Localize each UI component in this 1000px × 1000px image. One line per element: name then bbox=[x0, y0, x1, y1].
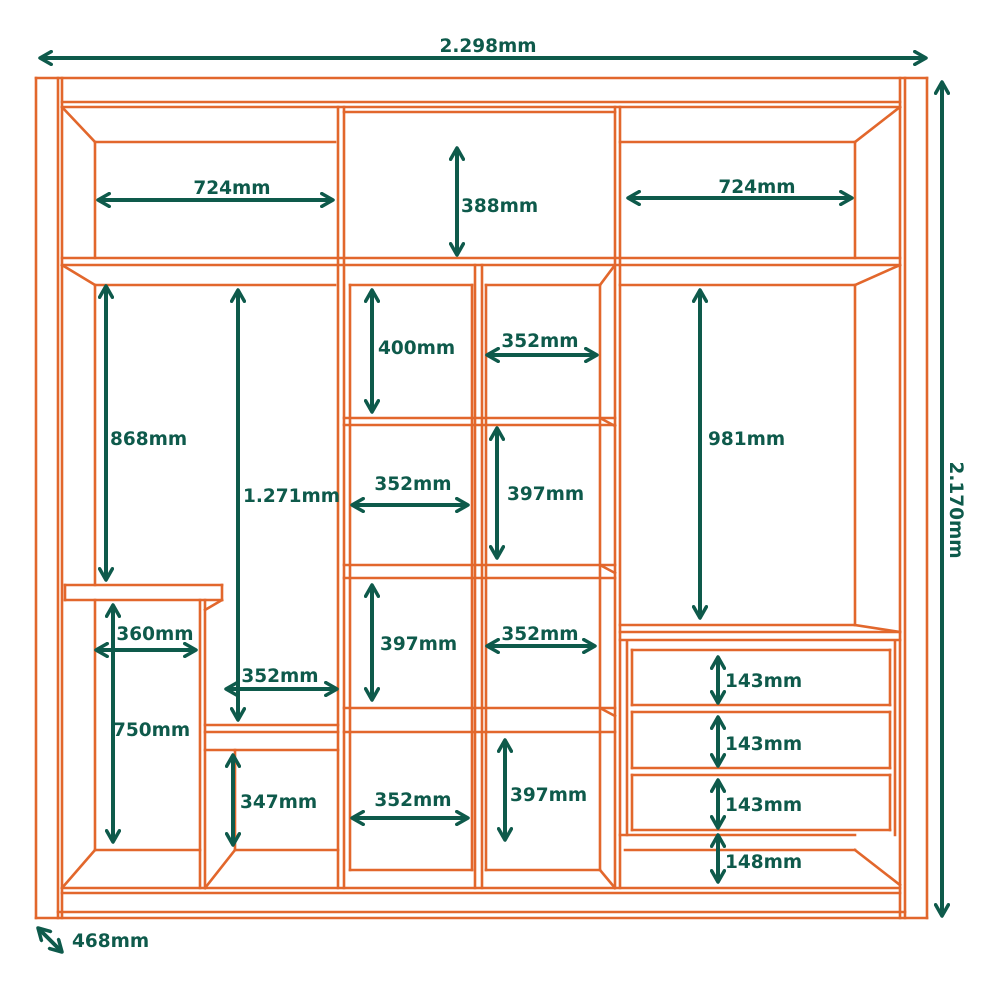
dimension-left-inner-width: 352mm bbox=[226, 666, 337, 689]
dimension-label: 388mm bbox=[461, 196, 538, 217]
dimension-label: 724mm bbox=[718, 177, 795, 198]
dimension-label: 868mm bbox=[110, 429, 187, 450]
dimension-annotations: 2.298mm 2.170mm 468mm 724mm 388mm 724mm 868mm 1… bbox=[38, 36, 966, 952]
perspective-edge bbox=[203, 598, 224, 612]
dimension-left-bottom-height: 347mm bbox=[233, 755, 317, 845]
perspective-edge bbox=[60, 105, 97, 144]
dimension-label: 1.271mm bbox=[243, 486, 340, 507]
perspective-edge bbox=[598, 263, 617, 287]
perspective-edge bbox=[60, 263, 97, 287]
double-arrow-icon bbox=[38, 928, 62, 952]
perspective-edge bbox=[598, 416, 617, 428]
dimension-overall-width: 2.298mm bbox=[40, 36, 926, 58]
dimension-label: 468mm bbox=[72, 931, 149, 952]
dimension-label: 347mm bbox=[240, 792, 317, 813]
dimension-left-hanging-height: 868mm bbox=[106, 286, 187, 580]
dimension-label: 352mm bbox=[241, 666, 318, 687]
dimension-label: 143mm bbox=[725, 671, 802, 692]
dimension-label: 397mm bbox=[507, 484, 584, 505]
dimension-left-long-hanging-height: 1.271mm bbox=[238, 290, 340, 720]
dimension-middle-shelf-3-width: 352mm bbox=[487, 624, 595, 646]
dimension-middle-shelf-1-width: 352mm bbox=[487, 331, 597, 355]
wardrobe-structure bbox=[34, 76, 929, 920]
dimension-drawer-1-height: 143mm bbox=[718, 657, 802, 703]
perspective-edge bbox=[598, 868, 617, 890]
dimension-label: 352mm bbox=[501, 331, 578, 352]
dimension-label: 400mm bbox=[378, 338, 455, 359]
dimension-top-left-width: 724mm bbox=[98, 178, 333, 200]
dimension-label: 352mm bbox=[374, 790, 451, 811]
dimension-left-lower-height: 750mm bbox=[113, 605, 190, 842]
dimension-label: 148mm bbox=[725, 852, 802, 873]
dimension-drawer-3-height: 143mm bbox=[718, 780, 802, 828]
dimension-label: 397mm bbox=[380, 634, 457, 655]
dimension-drawer-2-height: 143mm bbox=[718, 717, 802, 766]
dimension-top-right-width: 724mm bbox=[628, 177, 852, 198]
dimension-middle-shelf-2-width: 352mm bbox=[352, 474, 468, 505]
perspective-edge bbox=[598, 706, 617, 718]
perspective-edge bbox=[853, 263, 902, 287]
dimension-middle-shelf-4-width: 352mm bbox=[352, 790, 468, 818]
perspective-edge bbox=[853, 105, 902, 144]
dimension-label: 143mm bbox=[725, 734, 802, 755]
dimension-middle-shelf-1-height: 400mm bbox=[372, 290, 455, 412]
dimension-label: 724mm bbox=[193, 178, 270, 199]
dimension-top-middle-height: 388mm bbox=[457, 148, 538, 255]
dimension-label: 2.298mm bbox=[439, 36, 536, 57]
dimension-label: 750mm bbox=[113, 720, 190, 741]
dimension-label: 981mm bbox=[708, 429, 785, 450]
perspective-edge bbox=[853, 848, 902, 887]
perspective-edge bbox=[60, 848, 97, 890]
dimension-label: 352mm bbox=[501, 624, 578, 645]
dimension-label: 360mm bbox=[116, 624, 193, 645]
dimension-middle-shelf-2-height: 397mm bbox=[497, 428, 584, 558]
dimension-right-hanging-height: 981mm bbox=[700, 290, 785, 618]
dimension-label: 143mm bbox=[725, 795, 802, 816]
dimension-middle-shelf-4-height: 397mm bbox=[505, 740, 587, 840]
dimension-depth: 468mm bbox=[38, 928, 149, 952]
dimension-label: 352mm bbox=[374, 474, 451, 495]
perspective-edge bbox=[203, 848, 237, 890]
dimension-label: 397mm bbox=[510, 785, 587, 806]
perspective-edge bbox=[598, 563, 617, 575]
dimension-label: 2.170mm bbox=[945, 461, 966, 558]
dimension-overall-height: 2.170mm bbox=[942, 82, 966, 916]
dimension-plinth-drawer-gap: 148mm bbox=[718, 835, 802, 882]
dimension-middle-shelf-3-height: 397mm bbox=[372, 585, 457, 700]
